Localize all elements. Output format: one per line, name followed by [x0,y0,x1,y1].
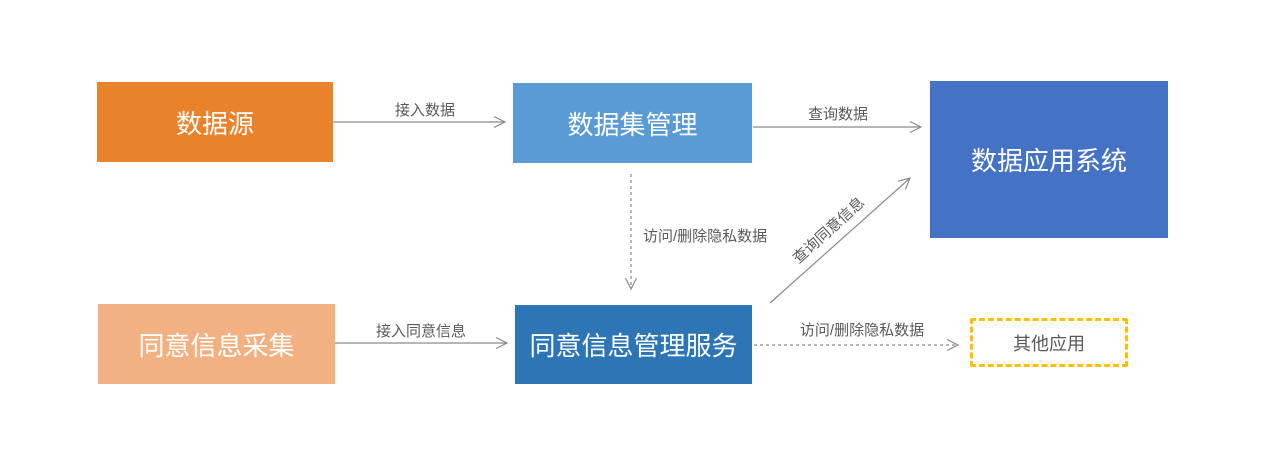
node-data-app-system: 数据应用系统 [930,81,1168,238]
node-consent-mgmt-service-label: 同意信息管理服务 [529,331,738,361]
arrowhead-right-icon [495,336,509,350]
edge-ingest-data-label: 接入数据 [395,102,455,119]
edge-query-consent-info-label: 查询同意信息 [789,193,868,267]
node-other-apps: 其他应用 [970,318,1128,367]
node-dataset-management: 数据集管理 [513,83,752,163]
edge-access-delete-private-data-horizontal: 访问/删除隐私数据 [754,322,960,352]
edge-access-delete-private-data-vertical: 访问/删除隐私数据 [624,174,767,291]
arrowhead-up-right-icon [897,177,912,190]
edge-access-delete-private-data-label-2: 访问/删除隐私数据 [800,322,924,339]
arrowhead-right-icon [493,115,507,129]
edge-query-data: 查询数据 [753,106,923,134]
node-data-app-system-label: 数据应用系统 [970,146,1127,176]
node-data-source-label: 数据源 [175,108,254,139]
edge-access-delete-private-data-label: 访问/删除隐私数据 [643,228,767,245]
node-data-source: 数据源 [97,82,333,162]
node-consent-collection-label: 同意信息采集 [138,330,295,361]
node-other-apps-label: 其他应用 [1013,333,1085,354]
edge-query-consent-info: 查询同意信息 [769,177,912,304]
node-consent-collection: 同意信息采集 [98,304,335,384]
arrowhead-right-icon [946,338,960,352]
arrowhead-down-icon [624,277,638,291]
edge-query-data-label: 查询数据 [808,106,868,123]
edge-line [769,178,910,304]
node-consent-mgmt-service: 同意信息管理服务 [515,305,752,384]
edge-ingest-consent-info: 接入同意信息 [335,322,509,350]
arrowhead-right-icon [909,120,923,134]
node-dataset-management-label: 数据集管理 [567,109,698,140]
edge-ingest-data: 接入数据 [333,102,507,129]
edge-ingest-consent-info-label: 接入同意信息 [376,322,466,340]
